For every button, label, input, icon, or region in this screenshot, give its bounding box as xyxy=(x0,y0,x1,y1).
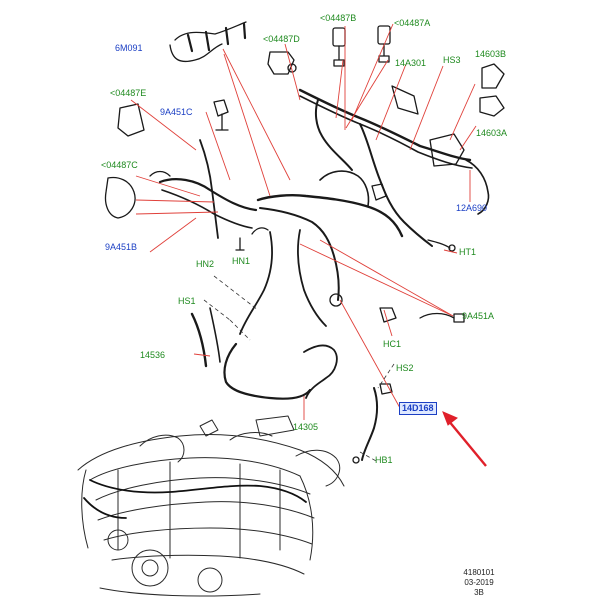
drawing-reference: 4180101 03-2019 3B xyxy=(455,568,503,598)
label-14a301: 14A301 xyxy=(395,58,427,68)
label-14603b: 14603B xyxy=(475,49,507,59)
label-hn2: HN2 xyxy=(196,259,215,269)
label-hs1: HS1 xyxy=(178,296,196,306)
drawing-date: 03-2019 xyxy=(464,578,494,587)
pointer-arrow-icon xyxy=(442,411,487,467)
label-04487d: <04487D xyxy=(263,34,300,44)
label-9a451b: 9A451B xyxy=(105,242,138,252)
label-04487c: <04487C xyxy=(101,160,138,170)
label-hb1: HB1 xyxy=(375,455,393,465)
label-14305: 14305 xyxy=(293,422,319,432)
label-9a451a: 9A451A xyxy=(462,311,495,321)
label-9a451c: 9A451C xyxy=(160,107,193,117)
label-6m091: 6M091 xyxy=(115,43,143,53)
label-12a690: 12A690 xyxy=(456,203,488,213)
drawing-revision: 3B xyxy=(474,588,484,597)
label-14603a: 14603A xyxy=(476,128,508,138)
drawing-code: 4180101 xyxy=(463,568,495,577)
label-hs2: HS2 xyxy=(396,363,414,373)
label-04487e: <04487E xyxy=(110,88,147,98)
label-04487a: <04487A xyxy=(394,18,431,28)
label-hs3: HS3 xyxy=(443,55,461,65)
label-14536: 14536 xyxy=(140,350,166,360)
label-ht1: HT1 xyxy=(459,247,477,257)
label-14d168-highlighted: 14D168 xyxy=(399,402,437,415)
label-hn1: HN1 xyxy=(232,256,251,266)
label-hc1: HC1 xyxy=(383,339,402,349)
label-04487b: <04487B xyxy=(320,13,357,23)
